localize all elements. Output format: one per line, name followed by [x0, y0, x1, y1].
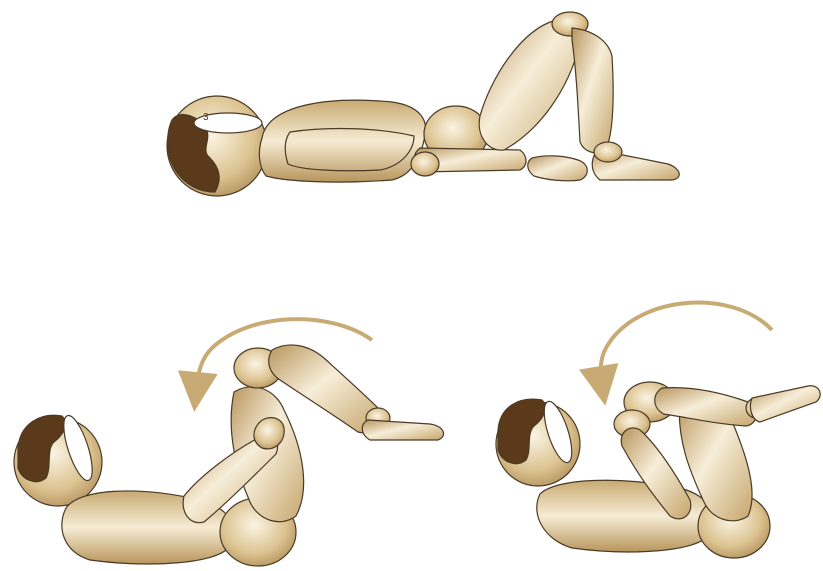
figure-crunch-left [14, 345, 444, 566]
figure-crunch-right [496, 382, 820, 558]
torso [537, 480, 714, 552]
thigh [479, 19, 581, 150]
shin [655, 388, 756, 426]
svg-text:3: 3 [203, 112, 209, 123]
torso [259, 100, 425, 182]
foot [362, 420, 443, 440]
hand [528, 156, 588, 181]
head: 3 [167, 96, 267, 196]
arrow-right [601, 303, 772, 386]
foot [750, 386, 820, 422]
ankle [594, 142, 622, 162]
elbow [411, 152, 439, 176]
head [14, 413, 102, 506]
shin [572, 28, 613, 153]
figure-lying: 3 [167, 12, 679, 196]
head [496, 398, 580, 486]
